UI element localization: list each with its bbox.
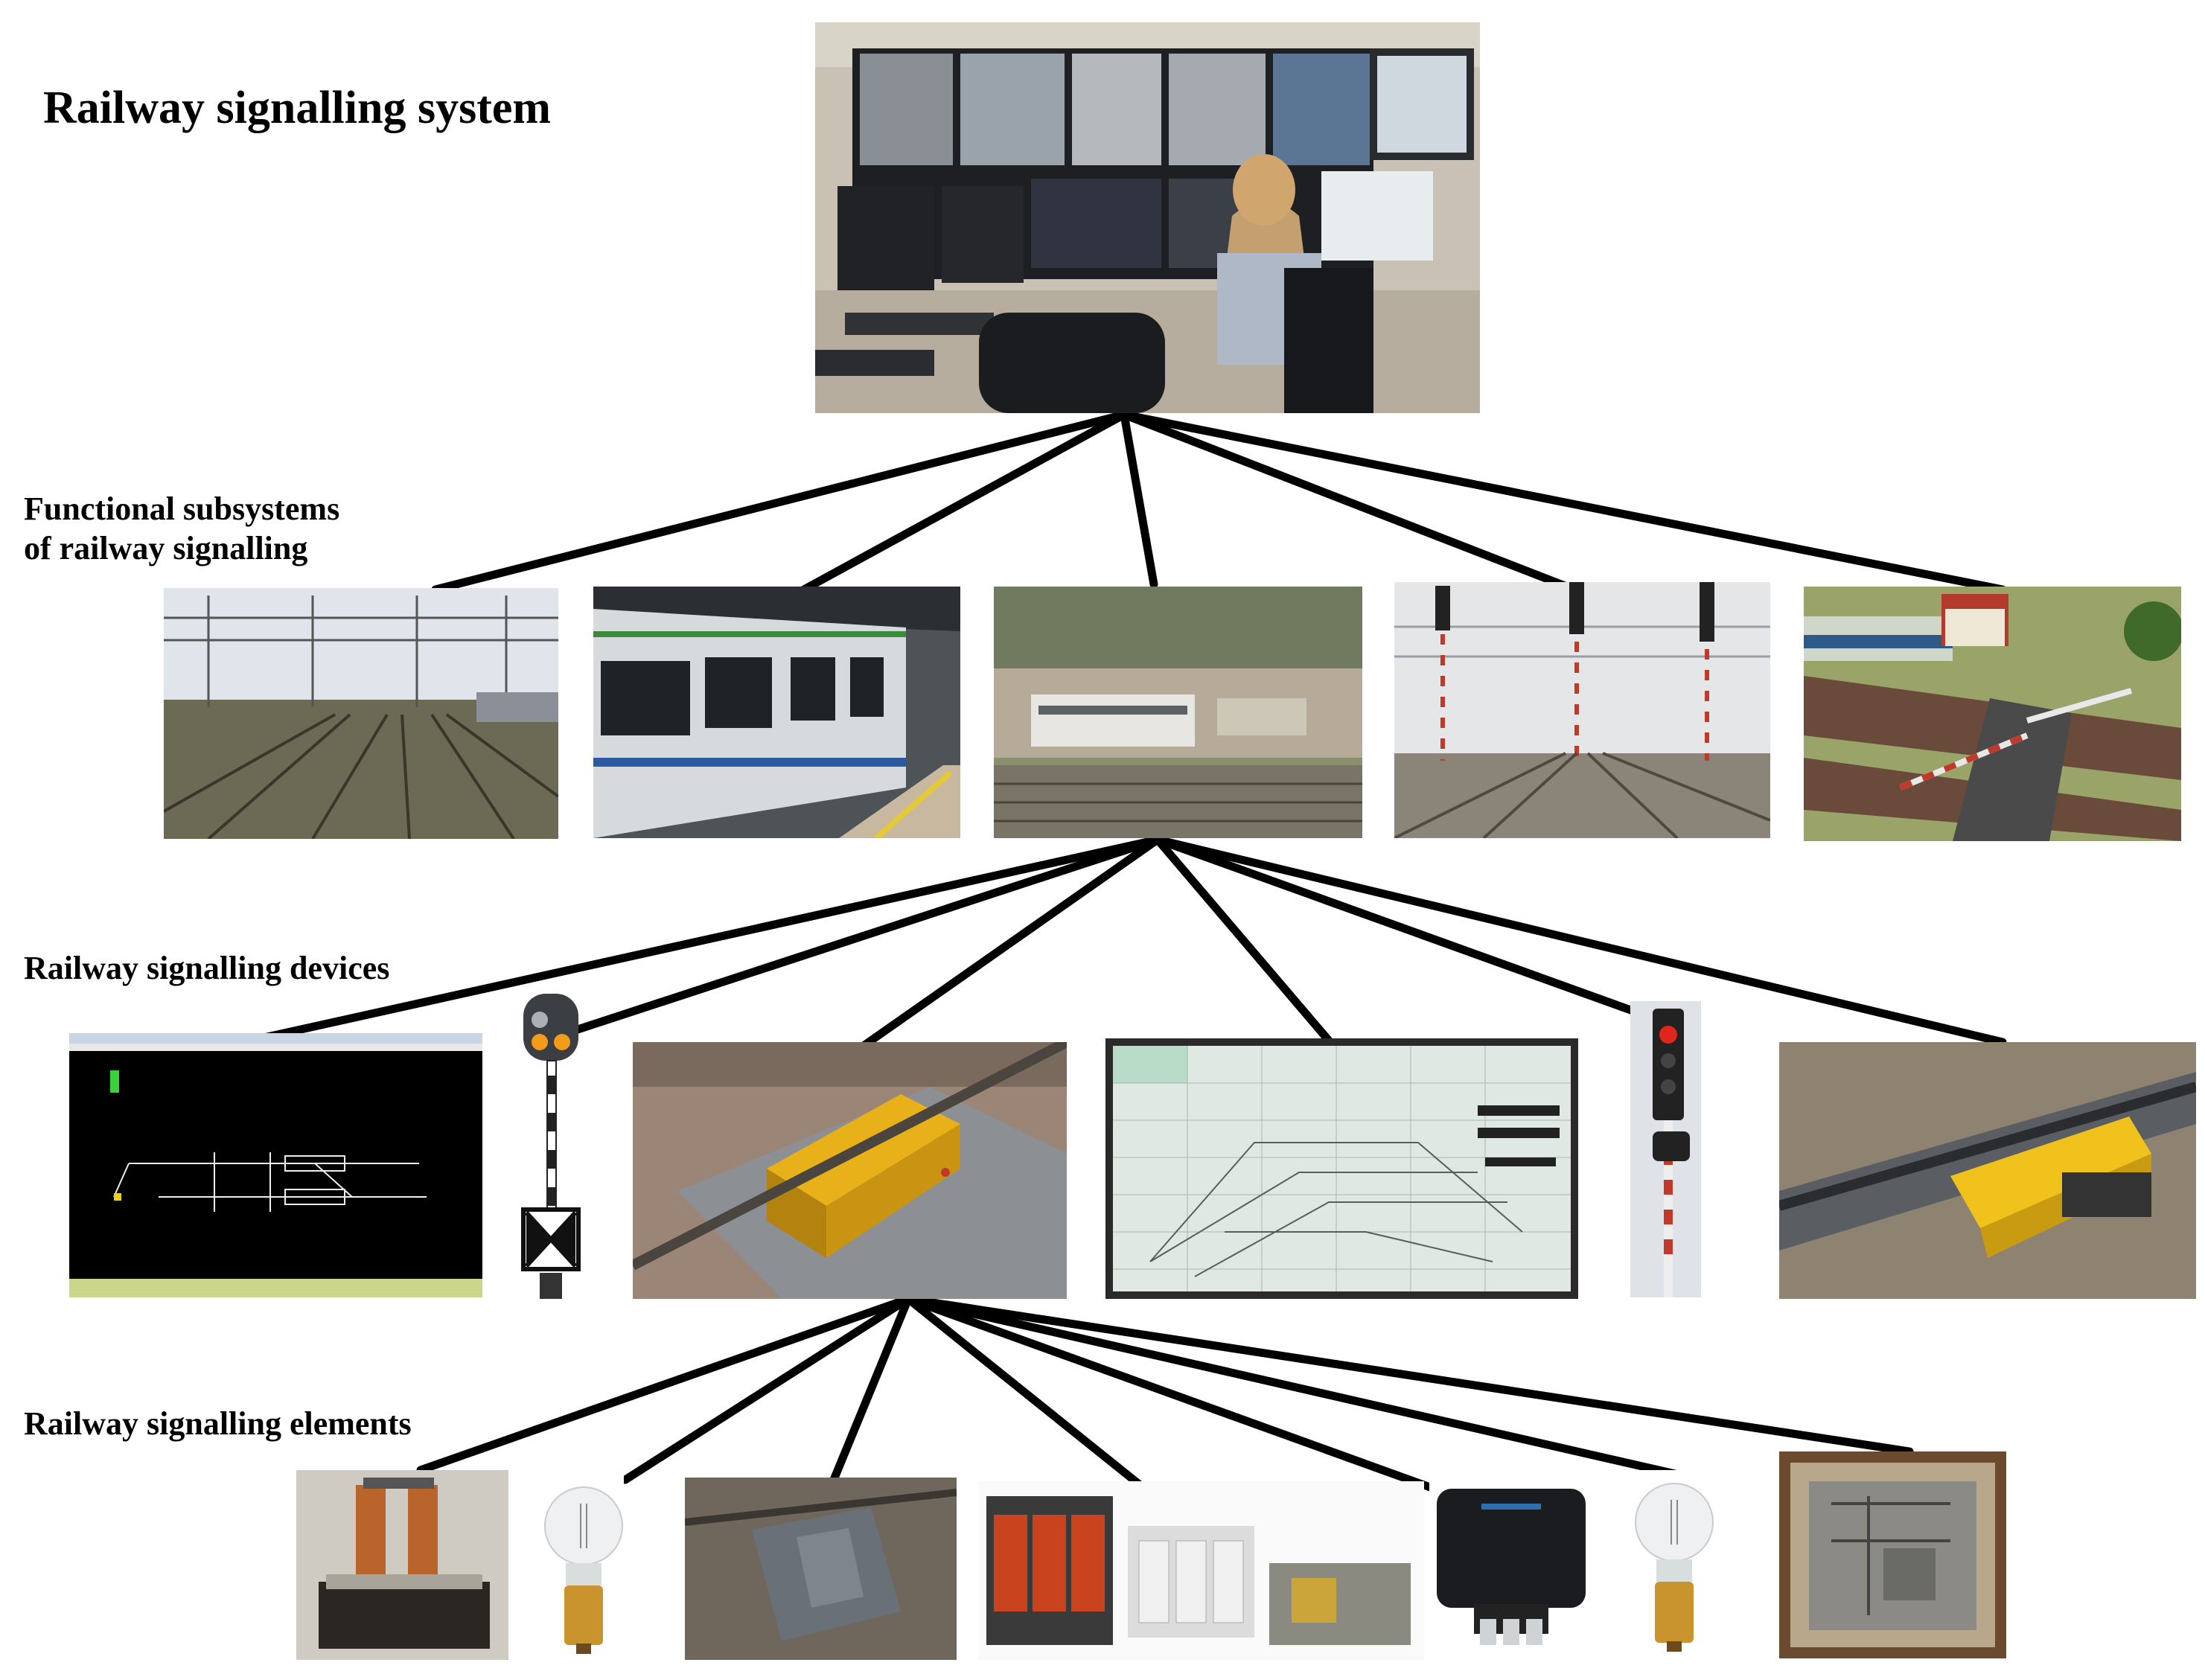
level-label-elements: Railway signalling elements bbox=[24, 1405, 412, 1442]
rail-sensor-photo bbox=[1779, 1042, 2196, 1299]
dwarf-signal-illustration bbox=[517, 994, 584, 1299]
signal-bulb-photo bbox=[1634, 1470, 1714, 1656]
railway-yard-tracks-photo bbox=[164, 588, 558, 839]
passenger-train-at-platform-photo bbox=[593, 587, 960, 838]
light-signal-photo bbox=[1630, 1001, 1701, 1297]
computer-interlocking-screen bbox=[69, 1033, 482, 1297]
level-label-devices: Railway signalling devices bbox=[24, 950, 390, 986]
level-crossing-model-photo bbox=[1804, 587, 2181, 841]
level-label-subsystems: Functional subsystems of railway signall… bbox=[24, 490, 339, 569]
junction-box-photo bbox=[1429, 1474, 1593, 1656]
level-label-subsystems-line1: Functional subsystems bbox=[24, 491, 340, 527]
transformers-photo bbox=[979, 1481, 1424, 1660]
level-label-subsystems-line2: of railway signalling bbox=[24, 529, 308, 566]
point-machine-photo bbox=[633, 1042, 1067, 1299]
railway-station-aerial-photo bbox=[994, 587, 1362, 838]
signal-masts-on-track-photo bbox=[1394, 582, 1770, 838]
control-room-photo bbox=[815, 22, 1480, 413]
signal-bulb-photo bbox=[543, 1474, 624, 1656]
relay-in-case-photo bbox=[1779, 1451, 2006, 1658]
track-sensor-box-photo bbox=[685, 1478, 957, 1660]
track-layout-panel bbox=[1105, 1038, 1578, 1299]
relay-photo bbox=[296, 1470, 508, 1660]
diagram-title: Railway signalling system bbox=[43, 83, 552, 133]
